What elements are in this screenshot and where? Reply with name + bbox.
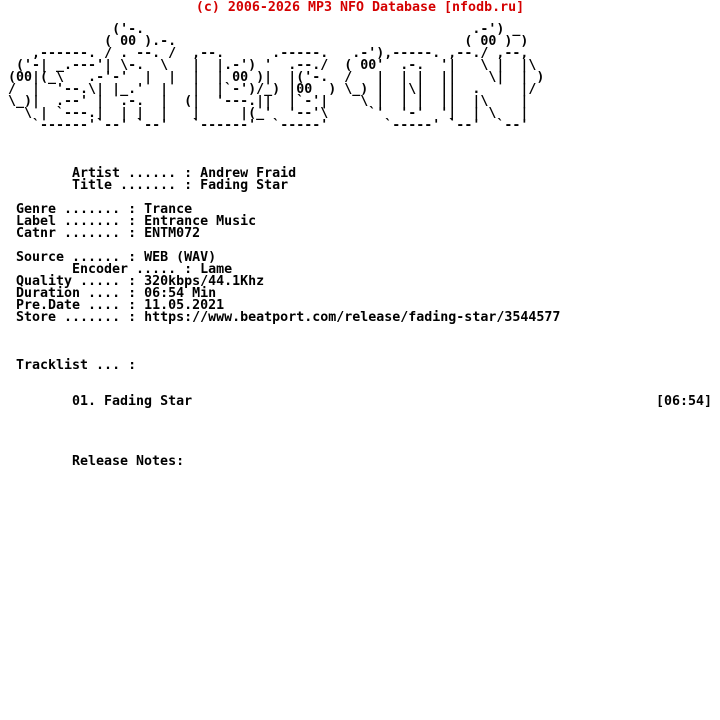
- falcon-ascii-logo: ('-. .-') _ ( 00 ).-. ( 00 ) ) ,------. …: [8, 22, 545, 133]
- artist-label: Artist ...... :: [72, 166, 193, 181]
- predate-value: 11.05.2021: [144, 298, 225, 313]
- nfodb-copyright-link[interactable]: (c) 2006-2026 MP3 NFO Database [nfodb.ru…: [195, 0, 525, 15]
- label-value: Entrance Music: [144, 214, 257, 229]
- duration-label: Duration .... :: [16, 286, 137, 301]
- encoder-value: Lame: [200, 262, 233, 277]
- track-title: Fading Star: [104, 394, 193, 409]
- quality-value: 320kbps/44.1Khz: [144, 274, 265, 289]
- field-title: Title ....... : Fading Star: [72, 178, 289, 193]
- genre-label: Genre ....... :: [16, 202, 137, 217]
- duration-value: 06:54 Min: [144, 286, 217, 301]
- field-quality: Quality ..... : 320kbps/44.1Khz: [16, 274, 265, 289]
- field-catnr: Catnr ....... : ENTM072: [16, 226, 201, 241]
- field-duration: Duration .... : 06:54 Min: [16, 286, 217, 301]
- release-notes-heading: Release Notes:: [72, 454, 185, 469]
- encoder-label: Encoder ..... :: [72, 262, 193, 277]
- track-number: 01.: [72, 394, 97, 409]
- tracklist-heading: Tracklist ... :: [16, 358, 137, 373]
- store-label: Store ....... :: [16, 310, 137, 325]
- field-encoder: Encoder ..... : Lame: [72, 262, 233, 277]
- track-duration: [06:54]: [656, 394, 713, 409]
- artist-value: Andrew Fraid: [200, 166, 297, 181]
- catnr-value: ENTM072: [144, 226, 201, 241]
- title-value: Fading Star: [200, 178, 289, 193]
- title-label: Title ....... :: [72, 178, 193, 193]
- quality-label: Quality ..... :: [16, 274, 137, 289]
- source-value: WEB (WAV): [144, 250, 217, 265]
- field-predate: Pre.Date .... : 11.05.2021: [16, 298, 225, 313]
- genre-value: Trance: [144, 202, 193, 217]
- field-source: Source ...... : WEB (WAV): [16, 250, 217, 265]
- field-genre: Genre ....... : Trance: [16, 202, 193, 217]
- catnr-label: Catnr ....... :: [16, 226, 137, 241]
- field-label: Label ....... : Entrance Music: [16, 214, 257, 229]
- label-label: Label ....... :: [16, 214, 137, 229]
- field-store: Store ....... : https://www.beatport.com/…: [16, 310, 561, 325]
- predate-label: Pre.Date .... :: [16, 298, 137, 313]
- source-label: Source ...... :: [16, 250, 137, 265]
- store-url[interactable]: https://www.beatport.com/release/fading-…: [144, 310, 561, 325]
- track-row: 01. Fading Star [06:54]: [72, 394, 720, 409]
- field-artist: Artist ...... : Andrew Fraid: [72, 166, 297, 181]
